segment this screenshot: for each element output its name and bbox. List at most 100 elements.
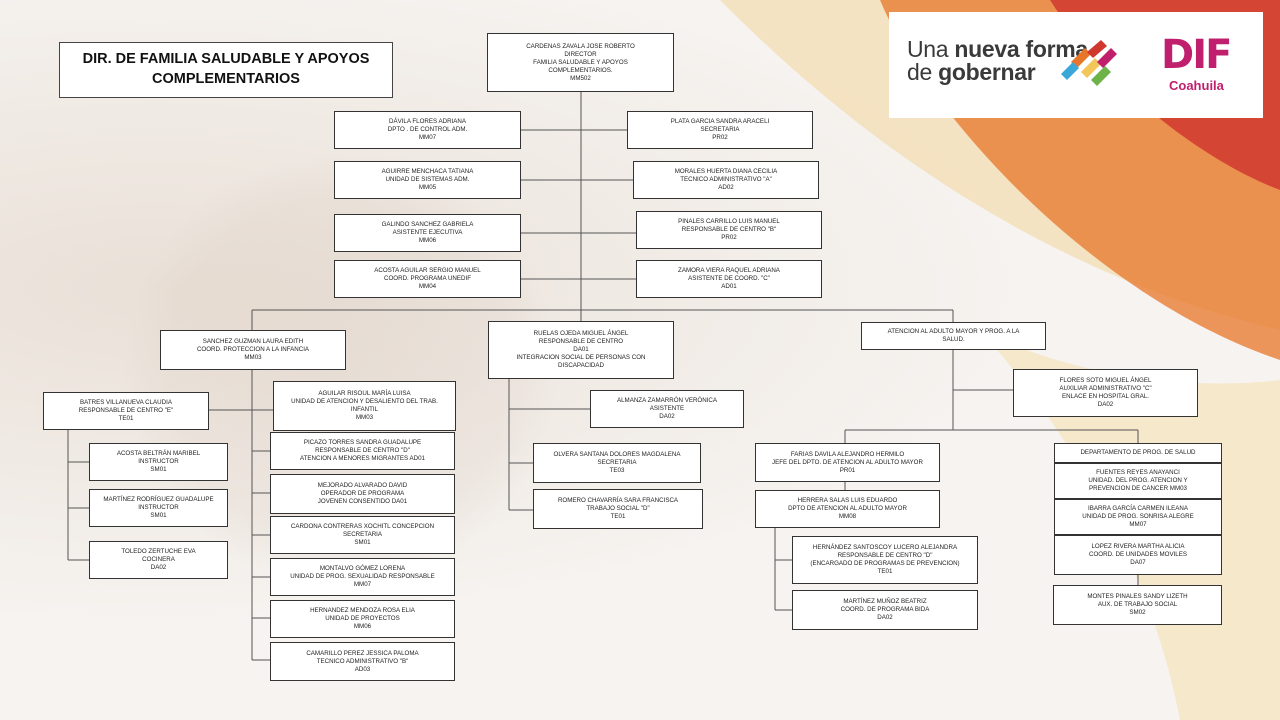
org-box-line: INSTRUCTOR [138,458,179,465]
dif-coahuila-logo: DIF Coahuila [1161,32,1246,102]
org-box-line: UNIDAD DE ATENCION Y DESALIENTO DEL TRAB… [291,398,438,405]
org-box-line: SECRETARIA [342,531,383,538]
org-box-line: ALMANZA ZAMARRÓN VERÓNICA [616,397,718,404]
org-box-line: PINALES CARRILLO LUIS MANUEL [678,218,780,225]
org-box-line: RUELAS OJEDA MIGUEL ÁNGEL [533,330,629,337]
org-box-line: MM03 [355,414,374,421]
org-box-line: MM06 [353,623,372,630]
org-box-line: DEPARTAMENTO DE PROG. DE SALUD [1080,449,1196,456]
org-box-line: RESPONSABLE DE CENTRO [538,338,624,345]
org-box-line: DA01 [573,346,589,353]
org-box-line: MM07 [418,134,437,141]
org-box-line: UNIDAD DE PROG. SONRISA ALEGRE [1082,513,1194,520]
org-box-line: IBARRA GARCÍA CARMEN ILEANA [1087,505,1189,512]
org-box-line: AGUIRRE MENCHACA TATIANA [381,168,474,175]
org-box-line: ATENCION AL ADULTO MAYOR Y PROG. A LA [887,328,1020,335]
org-box-line: RESPONSABLE DE CENTRO "B" [681,226,777,233]
org-box-line: ACOSTA BELTRÁN MARIBEL [116,450,201,457]
org-box-line: DÁVILA FLORES ADRIANA [388,118,467,125]
org-box-line: TE01 [610,513,626,520]
slogan-line2-pre: de [907,59,939,85]
slogan-line1-bold: nueva forma [954,36,1088,62]
org-box-line: SM01 [354,539,371,546]
org-box-line: CAMARILLO PEREZ JESSICA PALOMA [306,649,419,657]
org-box-line: ACOSTA AGUILAR SERGIO MANUEL [374,267,481,274]
org-box-line: GALINDO SANCHEZ GABRIELA [381,221,474,228]
org-box-line: RESPONSABLE DE CENTRO "D" [837,552,933,559]
org-box-line: MM07 [1129,521,1147,528]
org-box-line: UNIDAD. DEL PROG. ATENCION Y [1088,477,1188,484]
org-box-line: LOPEZ RIVERA MARTHA ALICIA [1091,543,1185,550]
org-box-line: FLORES SOTO MIGUEL ÁNGEL [1059,377,1152,384]
org-box-line: TE03 [609,467,625,474]
org-box-line: DA02 [877,614,893,621]
org-box-line: SALUD. [942,336,965,343]
org-box-line: MM07 [353,581,372,588]
org-box-depto-salud: DEPARTAMENTO DE PROG. DE SALUD [1054,443,1222,463]
org-box-line: HERNANDEZ MENDOZA ROSA ELIA [310,607,415,614]
colored-arrows-icon [1061,40,1117,86]
org-box-line: MARTÍNEZ RODRÍGUEZ GUADALUPE [103,496,214,503]
org-box-line: (ENCARGADO DE PROGRAMAS DE PREVENCION) [810,560,960,567]
org-box-line: FAMILIA SALUDABLE Y APOYOS [533,58,628,66]
org-box-line: SECRETARIA [597,459,637,466]
org-box-line: RESPONSABLE DE CENTRO "D" [315,447,410,454]
org-box-line: HERNÁNDEZ SANTOSCOY LUCERO ALEJANDRA [812,544,958,551]
org-box-line: MEJORADO ALVARADO DAVID [317,482,408,489]
org-box-line: TE01 [877,568,893,575]
org-box-line: MM05 [418,184,437,191]
org-box-line: PR01 [839,466,856,474]
org-box-line: DA02 [150,564,167,571]
org-box-line: MM03 [244,354,262,361]
org-box-line: OPERADOR DE PROGRAMA [320,490,405,497]
org-box-line: ATENCION A MENORES MIGRANTES AD01 [299,455,426,462]
org-box-line: MM08 [838,513,857,520]
org-box-line: MONTES PINALES SANDY LIZETH [1087,593,1188,600]
org-box-line: CARDONA CONTRERAS XOCHITL CONCEPCION [290,523,435,530]
org-box-line: DIRECTOR [564,50,597,58]
org-box-line: JEFE DEL DPTO. DE ATENCION AL ADULTO MAY… [772,458,923,466]
org-box-line: PLATA GARCIA SANDRA ARACELI [670,118,770,125]
org-box-line: DPTO DE ATENCION AL ADULTO MAYOR [788,505,907,512]
org-box-line: DA02 [659,413,675,420]
org-box-line: ASISTENTE EJECUTIVA [392,229,463,236]
org-box-line: BATRES VILLANUEVA CLAUDIA [80,399,172,406]
org-box-line: MM502 [570,74,591,82]
org-box-line: DISCAPACIDAD [558,362,604,369]
org-box-line: ENLACE EN HOSPITAL GRAL. [1062,393,1149,400]
org-box-line: AD03 [354,665,371,673]
org-box-line: TECNICO ADMINISTRATIVO "B" [316,657,409,665]
org-box-line: DA02 [1097,401,1114,408]
org-box-line: AD01 [721,283,737,290]
dif-logo-subtext: Coahuila [1169,78,1224,93]
slogan-logo: Una nueva forma de gobernar [907,38,1088,84]
org-box-line: OLVERA SANTANA DOLORES MAGDALENA [553,451,681,458]
org-box-line: AUX. DE TRABAJO SOCIAL [1097,601,1178,608]
slogan-line1-pre: Una [907,36,955,62]
